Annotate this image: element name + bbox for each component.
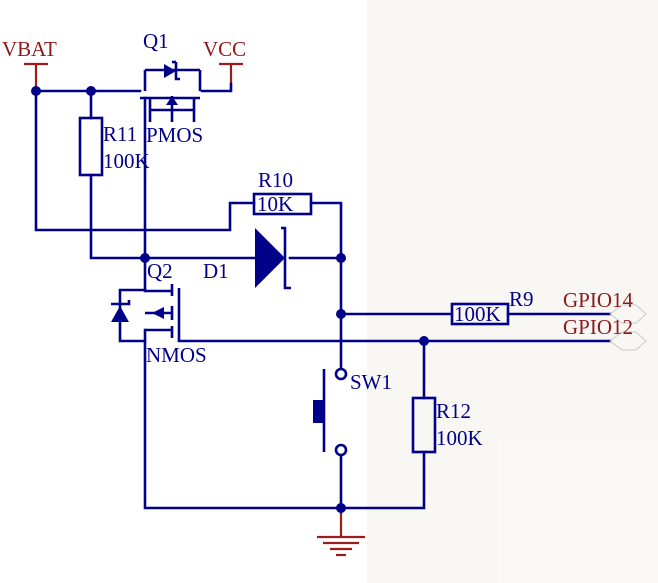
sw1-label: SW1 [350, 370, 392, 394]
junction-dot [86, 86, 96, 96]
pmos-label: PMOS [146, 123, 203, 147]
d1-diode [255, 226, 291, 290]
gpio12-label: GPIO12 [563, 315, 633, 339]
r11-value: 100K [103, 149, 150, 173]
nmos-label: NMOS [146, 343, 207, 367]
r11-resistor [78, 116, 104, 177]
gpio14-port [609, 304, 647, 324]
ground-symbol [317, 512, 365, 557]
d1-label: D1 [203, 259, 229, 283]
sw1-pushbutton [313, 367, 348, 457]
junction-dot [140, 253, 150, 263]
r9-value: 100K [454, 302, 501, 326]
vcc-label: VCC [203, 37, 246, 61]
gpio14-label: GPIO14 [563, 288, 634, 312]
junction-dot [336, 253, 346, 263]
junction-dot [336, 503, 346, 513]
q2-nmos-transistor [111, 284, 181, 341]
r12-resistor [411, 396, 437, 454]
q2-label: Q2 [147, 259, 173, 283]
r12-value: 100K [436, 426, 483, 450]
r9-label: R9 [509, 287, 534, 311]
vbat-label: VBAT [2, 37, 57, 61]
q1-pmos-transistor [140, 60, 202, 122]
r10-value: 10K [257, 192, 293, 216]
r10-label: R10 [258, 168, 293, 192]
r12-label: R12 [436, 399, 471, 423]
r10-resistor [252, 192, 313, 216]
vbat-power-symbol [24, 62, 48, 90]
junction-dot [31, 86, 41, 96]
junction-dots [31, 86, 429, 513]
junction-dot [419, 336, 429, 346]
gpio12-port [609, 331, 647, 351]
r11-label: R11 [103, 122, 137, 146]
junction-dot [336, 309, 346, 319]
vcc-power-symbol [219, 62, 243, 84]
background-panel-lower [497, 440, 658, 583]
q1-label: Q1 [143, 29, 169, 53]
r9-resistor [450, 302, 510, 326]
